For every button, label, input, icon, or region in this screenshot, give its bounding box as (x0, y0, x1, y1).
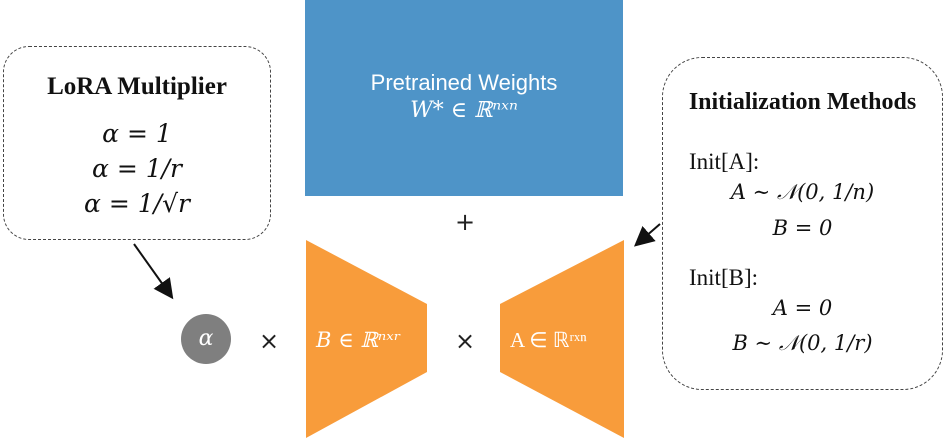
matrix-a-trapezoid (500, 240, 624, 438)
initialization-methods-title: Initialization Methods (688, 89, 917, 115)
pretrained-weights-block: Pretrained Weights W* ∈ ℝⁿˣⁿ (305, 0, 623, 196)
multiplier-equation-3: α = 1/√r (84, 189, 190, 218)
arrow-init-to-matrix-a (633, 223, 661, 247)
init-b-label: Init[B]: (689, 265, 758, 290)
times-operator-1: × (259, 327, 280, 355)
lora-multiplier-title: LoRA Multiplier (47, 73, 227, 100)
lora-multiplier-box: LoRA Multiplier α = 1 α = 1/r α = 1/√r (3, 46, 271, 240)
init-a-equation-1: A ∼ 𝒩(0, 1/n) (730, 180, 875, 204)
initialization-methods-box: Initialization Methods Init[A]: A ∼ 𝒩(0,… (662, 57, 943, 390)
init-a-equation-2: B = 0 (772, 216, 833, 240)
pretrained-weights-title: Pretrained Weights (370, 70, 558, 95)
multiplier-equation-2: α = 1/r (91, 154, 182, 183)
alpha-node: α (181, 314, 231, 364)
multiplier-equation-1: α = 1 (102, 119, 172, 148)
times-operator-2: × (455, 327, 476, 355)
init-a-label: Init[A]: (689, 149, 760, 174)
init-b-equation-2: B ∼ 𝒩(0, 1/r) (732, 331, 873, 355)
arrow-multiplier-to-alpha (133, 243, 174, 300)
matrix-a-label: A ∈ ℝʳˣⁿ (510, 328, 587, 352)
matrix-b-trapezoid (306, 240, 427, 438)
plus-operator: + (455, 208, 476, 236)
init-b-equation-1: A = 0 (772, 296, 833, 320)
matrix-b-label: B ∈ ℝⁿˣʳ (316, 328, 402, 352)
pretrained-weights-math: W* ∈ ℝⁿˣⁿ (410, 98, 518, 123)
